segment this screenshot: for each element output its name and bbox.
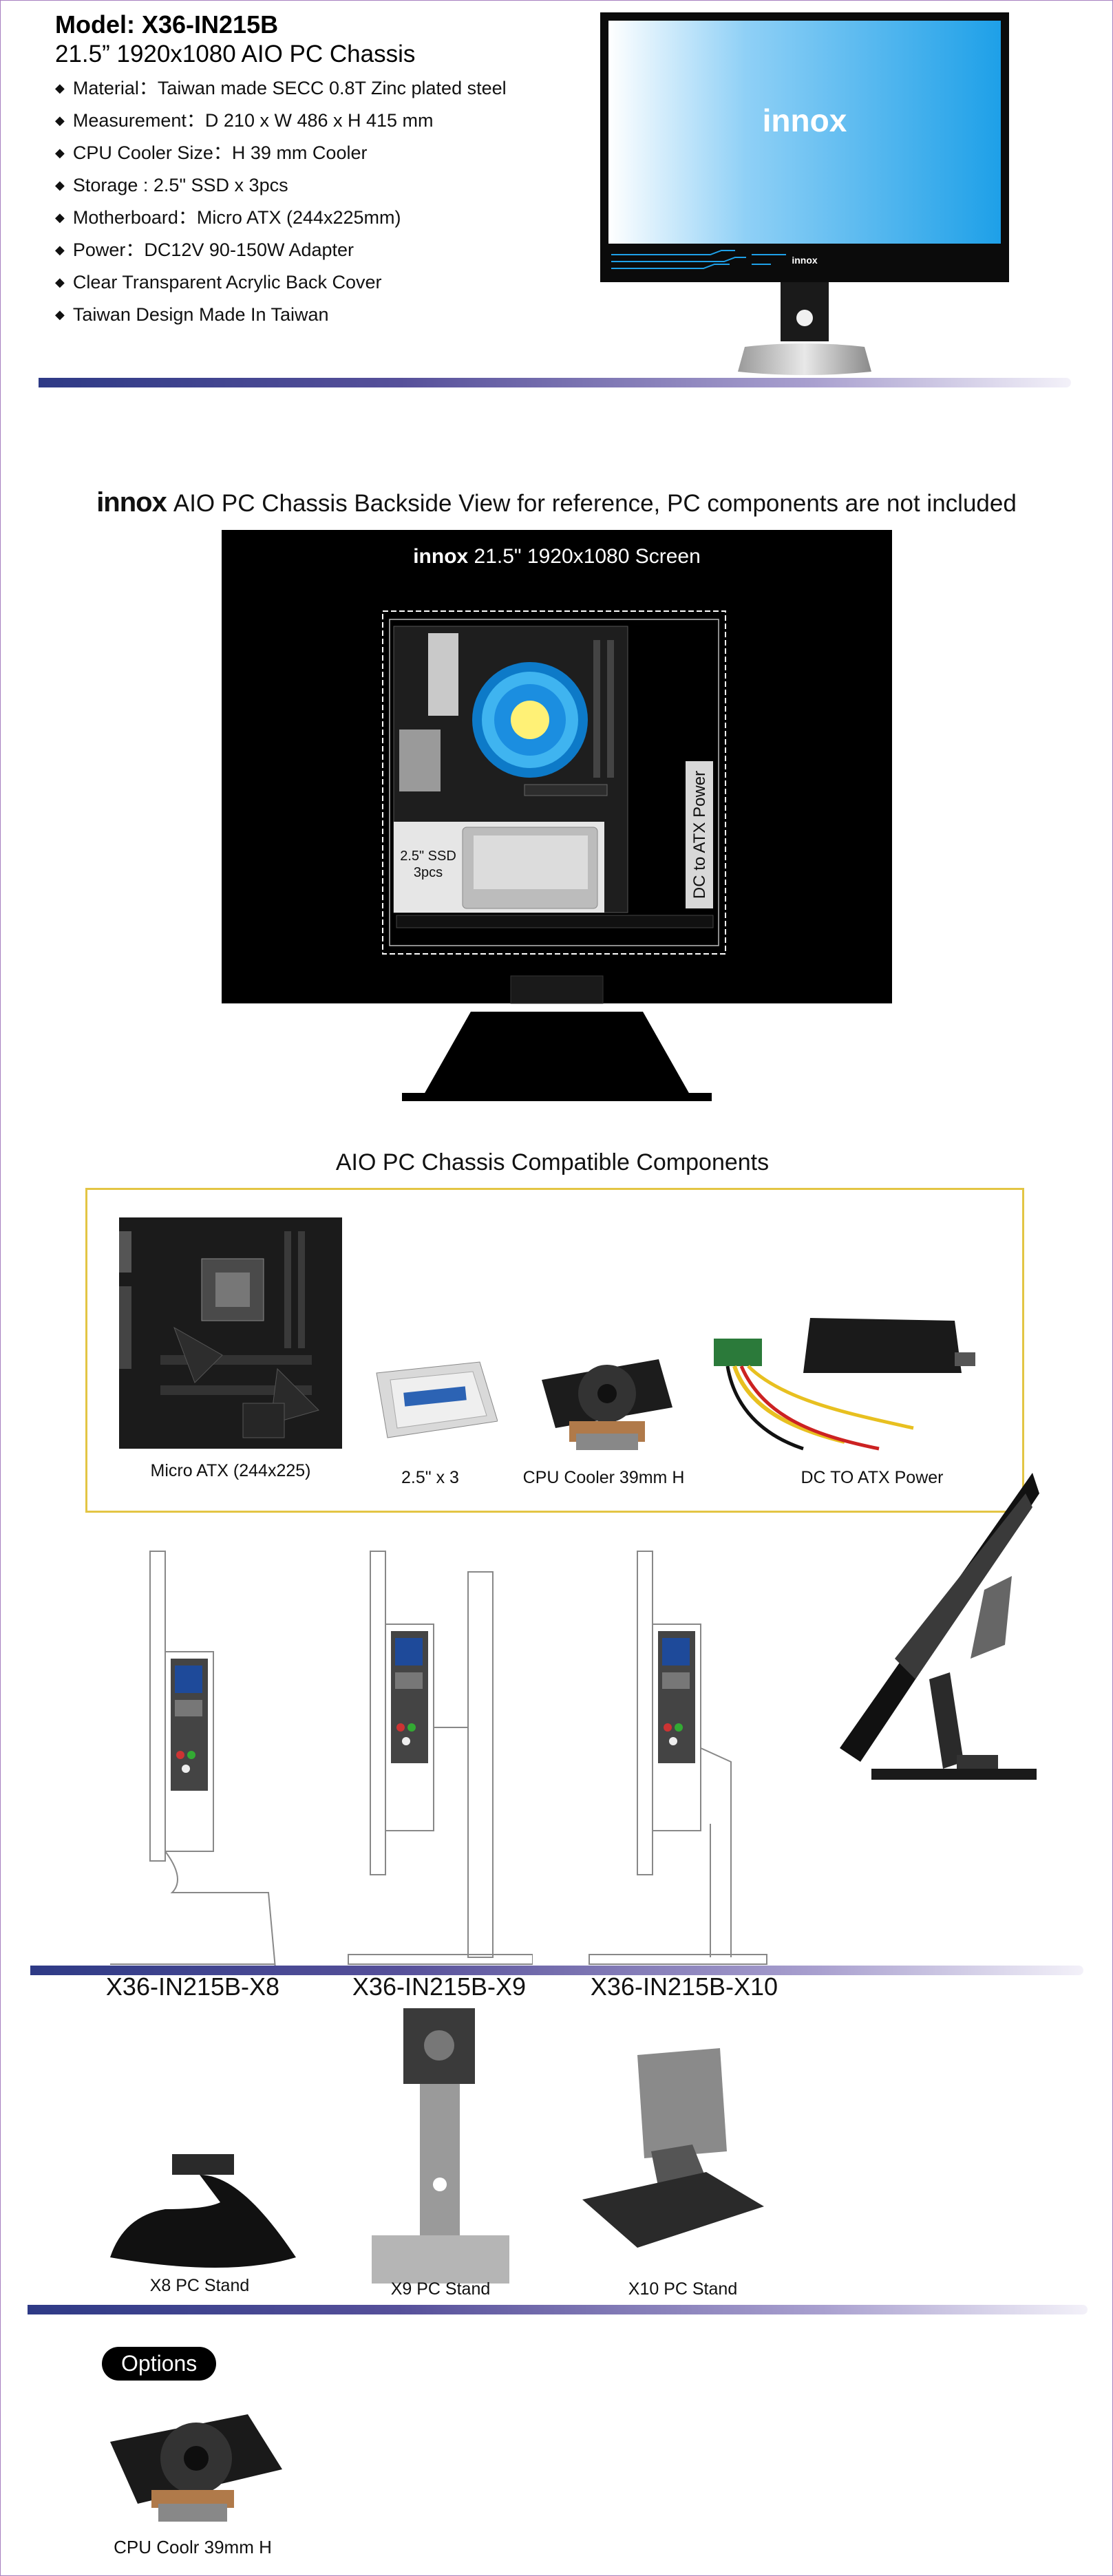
spec-item: Taiwan Design Made In Taiwan (55, 299, 592, 332)
components-heading: AIO PC Chassis Compatible Components (335, 1149, 770, 1175)
hero-monitor-graphic (600, 12, 1009, 375)
ssd-label: 2.5" SSD 3pcs (394, 848, 463, 881)
ssd-label-line1: 2.5" SSD (400, 849, 456, 864)
component-caption: Micro ATX (244x225) (150, 1461, 311, 1480)
spec-item: Measurement：D 210 x W 486 x H 415 mm (55, 105, 592, 138)
spec-block: Model: X36-IN215B 21.5” 1920x1080 AIO PC… (55, 10, 592, 332)
side-view-x10 (589, 1551, 767, 1965)
spec-item: Storage : 2.5" SSD x 3pcs (55, 170, 592, 202)
innox-logo: innox (96, 487, 167, 518)
model-title: Model: X36-IN215B (55, 10, 279, 39)
ssd-image (376, 1361, 498, 1438)
component-caption: DC TO ATX Power (801, 1468, 944, 1487)
x8-stand-image (110, 2154, 296, 2268)
spec-item: Clear Transparent Acrylic Back Cover (55, 267, 592, 299)
side-view-x8 (110, 1551, 276, 1968)
screen-spec: 21.5" 1920x1080 Screen (474, 545, 701, 568)
x10-stand-image (582, 2048, 764, 2248)
separator-2 (30, 1966, 1083, 1975)
dc-atx-power-image (714, 1318, 975, 1451)
separator-1 (39, 378, 1071, 387)
spec-item: CPU Cooler Size：H 39 mm Cooler (55, 138, 592, 170)
model-label-x10: X36-IN215B-X10 (590, 1972, 778, 2001)
hero-brand-logo: innox (762, 103, 847, 138)
model-subtitle: 21.5” 1920x1080 AIO PC Chassis (55, 41, 416, 67)
screen-brand: innox (413, 545, 469, 568)
hero-monitor: innox innox (600, 12, 1009, 379)
spec-item: Motherboard：Micro ATX (244x225mm) (55, 202, 592, 235)
component-caption: CPU Cooler 39mm H (522, 1468, 685, 1487)
separator-3 (28, 2305, 1088, 2314)
motherboard-image (119, 1217, 342, 1449)
options-badge: Options (102, 2347, 217, 2381)
backside-diagram-graphic (222, 530, 892, 1101)
cpu-cooler-image (542, 1359, 672, 1450)
hero-bezel-logo: innox (792, 255, 818, 266)
stand-caption-x10: X10 PC Stand (628, 2279, 738, 2299)
spec-item: Material：Taiwan made SECC 0.8T Zinc plat… (55, 73, 592, 105)
stand-caption-x9: X9 PC Stand (390, 2279, 491, 2299)
components-box: Micro ATX (244x225) 2.5" x 3 CPU Cooler … (85, 1188, 1024, 1513)
options-cooler-image (110, 2414, 282, 2522)
x9-stand-image (372, 2008, 509, 2284)
spec-list: Material：Taiwan made SECC 0.8T Zinc plat… (55, 73, 592, 332)
stand-caption-x8: X8 PC Stand (149, 2276, 250, 2295)
options-label: Options (102, 2347, 217, 2381)
backside-heading-text: AIO PC Chassis Backside View for referen… (173, 490, 1017, 517)
model-label-x9: X36-IN215B-X9 (352, 1972, 527, 2001)
backside-diagram: innox 21.5" 1920x1080 Screen 2.5" SSD 3p… (222, 530, 892, 1104)
ssd-label-line2: 3pcs (413, 865, 443, 880)
screen-label: innox 21.5" 1920x1080 Screen (222, 545, 892, 568)
tilted-monitor-photo (840, 1473, 1039, 1780)
power-label: DC to ATX Power (690, 770, 709, 900)
model-label-x8: X36-IN215B-X8 (105, 1972, 280, 2001)
options-caption: CPU Coolr 39mm H (114, 2537, 272, 2557)
side-view-x9 (348, 1551, 533, 1965)
spec-item: Power：DC12V 90-150W Adapter (55, 235, 592, 267)
component-caption: 2.5" x 3 (401, 1468, 459, 1487)
